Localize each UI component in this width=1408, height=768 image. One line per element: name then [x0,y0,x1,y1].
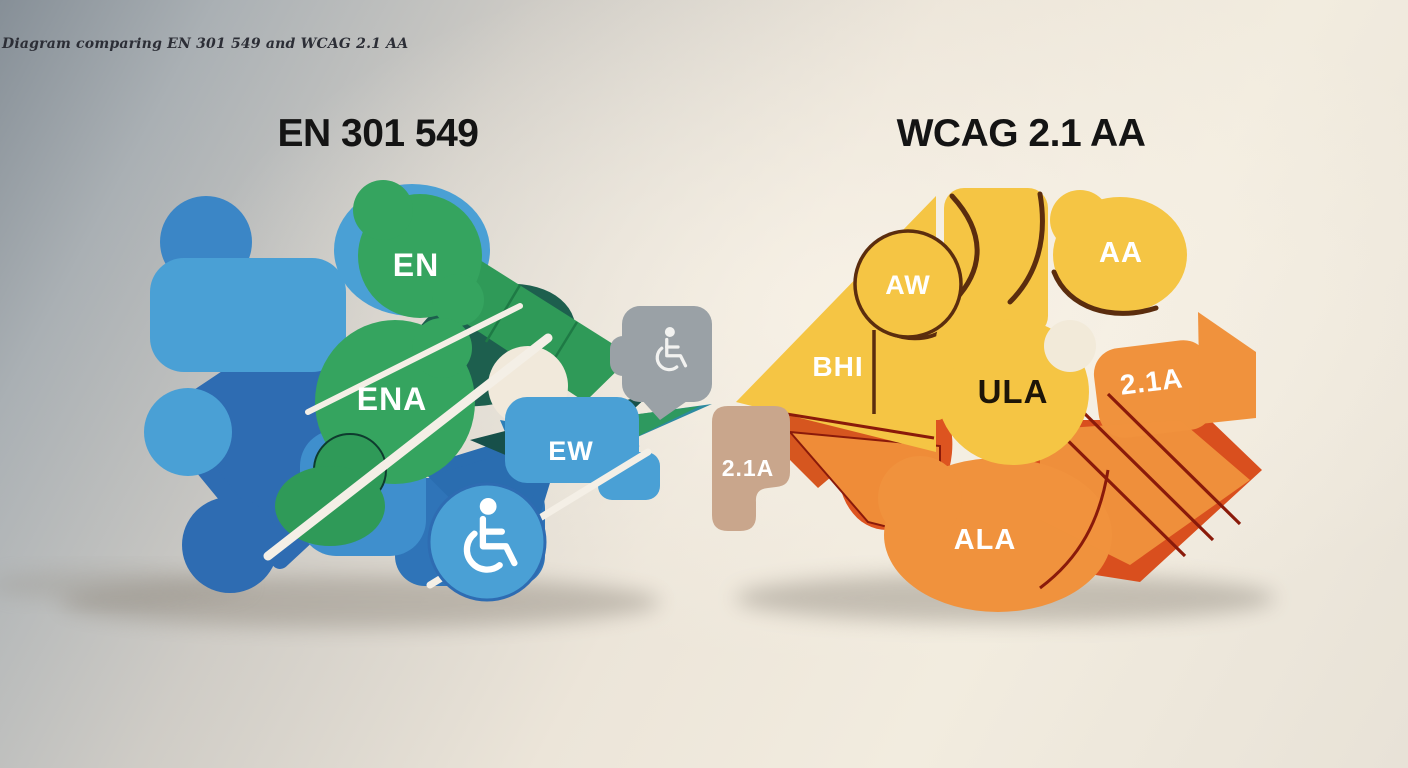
label-21a-right: 2.1A [1118,362,1184,400]
gray-puzzle-piece [610,306,712,420]
label-ena: ENA [357,381,428,417]
wcag-21-aa-cluster: AW AA BHI ULA 2.1A 2.1A ALA [712,188,1275,623]
label-ala: ALA [954,524,1017,556]
left-title: EN 301 549 [277,112,480,155]
wheelchair-icon [655,327,688,372]
piece-ew [505,397,660,500]
en-301-549-cluster: EN ENA EW [0,180,712,628]
label-ew: EW [548,436,594,466]
label-en: EN [393,247,439,283]
piece-yellow-group [736,188,1187,465]
label-bhi: BHI [812,351,863,382]
crescent-hole [1044,320,1096,372]
label-aw: AW [885,270,931,300]
right-title: WCAG 2.1 AA [896,112,1146,155]
label-ula: ULA [978,373,1049,410]
accessibility-badge [427,482,547,602]
wheelchair-icon [463,498,518,573]
label-aa: AA [1099,237,1143,269]
piece-orange-group [787,312,1256,612]
label-21a-left: 2.1A [722,455,775,481]
left-cluster-shadow-far [0,569,250,601]
image-caption: Diagram comparing EN 301 549 and WCAG 2.… [2,36,409,52]
tan-puzzle-piece [712,406,790,531]
